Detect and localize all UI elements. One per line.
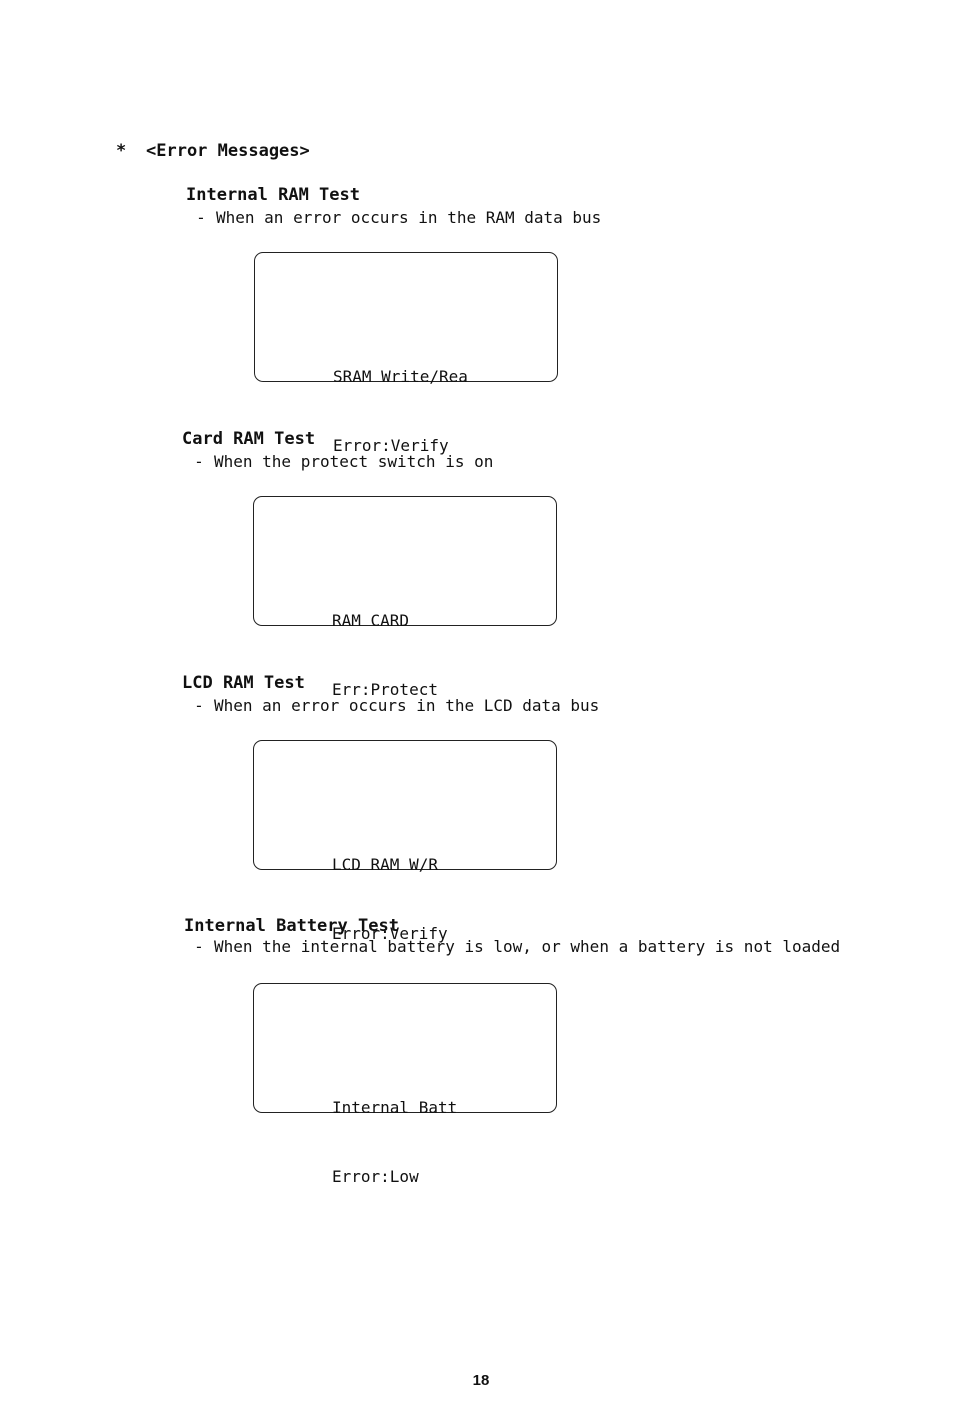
lcd-line-2: Err:Protect bbox=[332, 680, 438, 699]
page-number: 18 bbox=[472, 1372, 490, 1389]
description-text: When the protect switch is on bbox=[214, 452, 494, 471]
dash: - bbox=[194, 937, 204, 956]
lcd-display-lcd-ram: LCD RAM W/R Error:Verify bbox=[253, 740, 557, 943]
description-text: When an error occurs in the RAM data bus bbox=[216, 208, 602, 227]
lcd-line-2: Error:Verify bbox=[333, 436, 449, 455]
lcd-line-2: Error:Verify bbox=[332, 924, 448, 943]
dash: - bbox=[194, 696, 204, 715]
lcd-display-internal-ram: SRAM Write/Rea Error:Verify bbox=[254, 252, 558, 455]
heading-text: <Error Messages> bbox=[146, 141, 310, 161]
section-heading: * <Error Messages> bbox=[116, 141, 310, 161]
internal-ram-test-title: Internal RAM Test bbox=[186, 185, 360, 205]
description-text: When the internal battery is low, or whe… bbox=[214, 937, 841, 956]
dash: - bbox=[194, 452, 204, 471]
internal-battery-test-description: -When the internal battery is low, or wh… bbox=[184, 937, 840, 956]
internal-battery-test-title: Internal Battery Test bbox=[184, 916, 399, 936]
dash: - bbox=[196, 208, 206, 227]
lcd-line-1: SRAM Write/Rea bbox=[333, 367, 468, 386]
lcd-line-1: LCD RAM W/R bbox=[332, 855, 438, 874]
lcd-line-1: Internal Batt bbox=[332, 1098, 458, 1117]
bullet-asterisk: * bbox=[116, 141, 127, 161]
internal-ram-test-description: -When an error occurs in the RAM data bu… bbox=[186, 208, 601, 227]
lcd-display-internal-battery: Internal Batt Error:Low bbox=[253, 983, 557, 1186]
lcd-ram-test-title: LCD RAM Test bbox=[182, 673, 305, 693]
lcd-line-1: RAM CARD bbox=[332, 611, 410, 630]
lcd-line-2: Error:Low bbox=[332, 1167, 419, 1186]
lcd-display-card-ram: RAM CARD Err:Protect bbox=[253, 496, 557, 699]
lcd-ram-test-description: -When an error occurs in the LCD data bu… bbox=[184, 696, 599, 715]
card-ram-test-title: Card RAM Test bbox=[182, 429, 316, 449]
description-text: When an error occurs in the LCD data bus bbox=[214, 696, 600, 715]
card-ram-test-description: -When the protect switch is on bbox=[184, 452, 493, 471]
